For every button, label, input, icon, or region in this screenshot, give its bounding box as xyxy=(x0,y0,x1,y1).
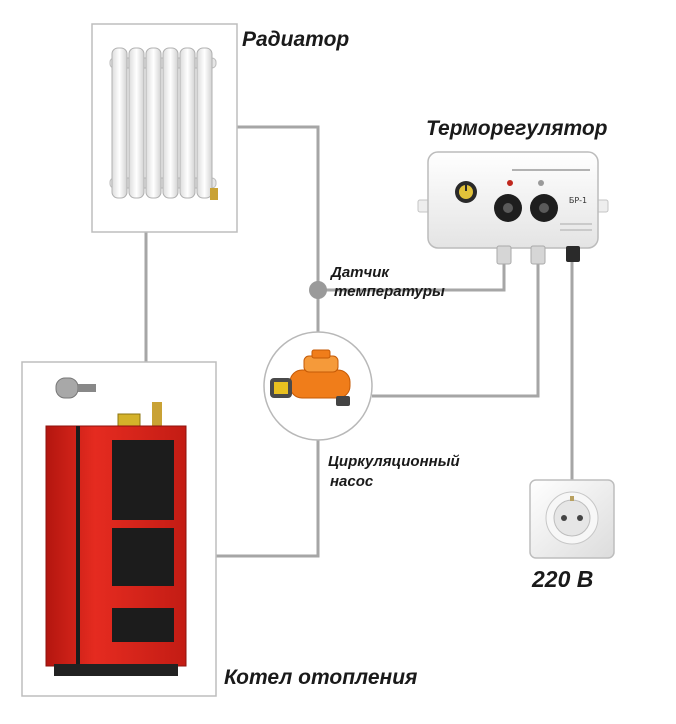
label-sensor-line2: температуры xyxy=(334,283,445,300)
thermostat-led-right xyxy=(538,180,544,186)
thermostat-knob xyxy=(455,181,477,203)
thermostat-socket-right xyxy=(530,194,558,222)
radiator-valve xyxy=(210,188,218,200)
radiator-icon xyxy=(109,47,218,200)
label-pump-line1: Циркуляционный xyxy=(328,453,460,470)
label-sensor-line1: Датчик xyxy=(331,264,390,281)
label-thermostat: Терморегулятор xyxy=(426,117,608,140)
label-pump-line2: насос xyxy=(330,473,374,490)
thermostat-device: БР-1 xyxy=(417,151,609,265)
boiler-block xyxy=(21,361,217,697)
thermostat-model-label: БР-1 xyxy=(569,196,587,205)
wires xyxy=(144,125,574,558)
pump-block xyxy=(263,331,373,441)
temperature-sensor-dot xyxy=(309,281,327,299)
label-voltage: 220 В xyxy=(532,566,594,592)
boiler-icon xyxy=(45,377,187,676)
pump-icon xyxy=(270,349,351,406)
wall-socket xyxy=(529,479,615,559)
thermostat-socket-left xyxy=(494,194,522,222)
wire-pump-to-boiler xyxy=(216,436,320,558)
label-boiler: Котел отопления xyxy=(224,666,418,689)
thermostat-led-left xyxy=(507,180,513,186)
wire-radiator-to-sensor xyxy=(237,125,320,338)
label-radiator: Радиатор xyxy=(242,28,350,51)
radiator-block xyxy=(91,23,238,233)
wire-pump-to-thermostat xyxy=(372,250,540,398)
